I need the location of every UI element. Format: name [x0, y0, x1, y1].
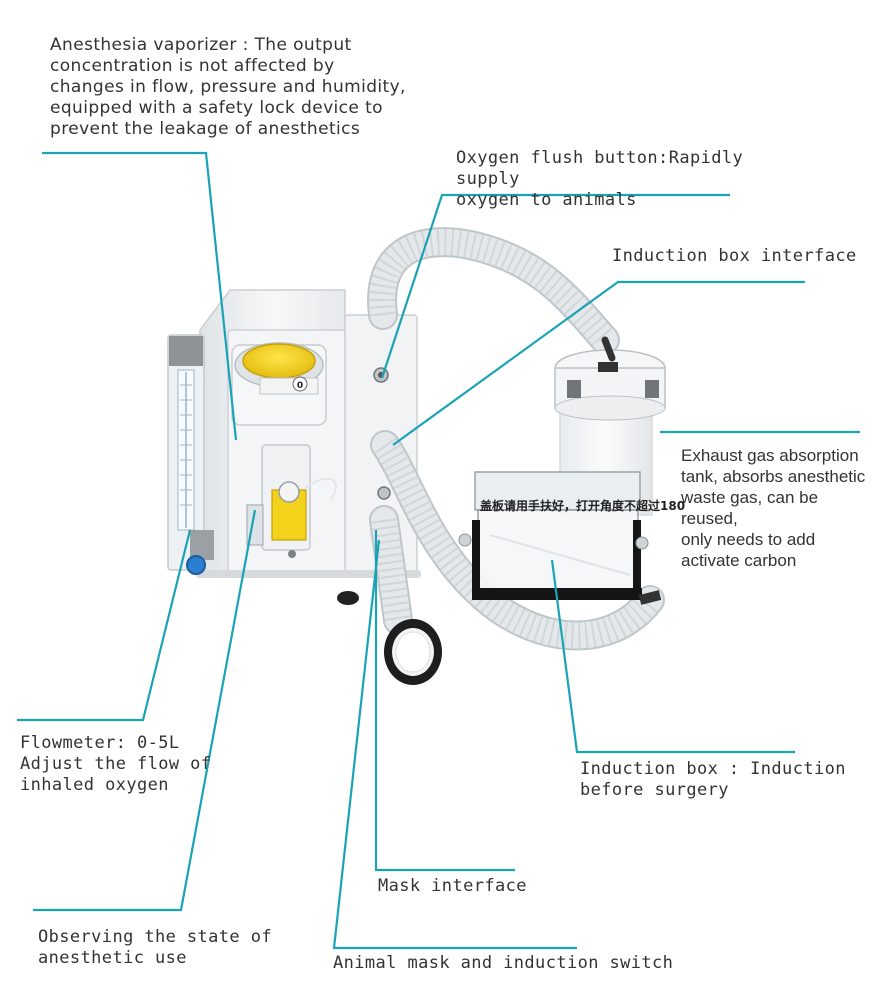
mask-interface-callout: Mask interface [378, 876, 527, 896]
observing-state-callout: Observing the state of anesthetic use [38, 927, 272, 968]
animal-mask [384, 619, 442, 685]
induction-box-interface-callout: Induction box interface [612, 246, 857, 266]
exhaust-tank-callout: Exhaust gas absorption tank, absorbs ane… [681, 446, 866, 570]
induction-box [458, 471, 662, 605]
vaporizer-callout: Anesthesia vaporizer : The output concen… [50, 35, 406, 139]
induction-box-lid-warning: 盖板请用手扶好，打开角度不超过180 [480, 499, 686, 513]
dial-value: 0 [297, 381, 303, 391]
flowmeter-knob [186, 555, 206, 575]
induction-box-callout: Induction box : Induction before surgery [580, 759, 846, 800]
leader-lines [17, 151, 860, 950]
mask-switch-callout: Animal mask and induction switch [333, 953, 674, 973]
flowmeter [167, 334, 214, 575]
oxygen-flush-callout: Oxygen flush button:Rapidly supply oxyge… [456, 148, 744, 210]
vaporizer-dial-cap [242, 343, 316, 379]
flowmeter-callout: Flowmeter: 0-5L Adjust the flow of inhal… [20, 733, 212, 795]
vaporizer: 0 [231, 342, 337, 558]
tubes [367, 227, 665, 651]
oxygen-flush-button [373, 367, 389, 383]
